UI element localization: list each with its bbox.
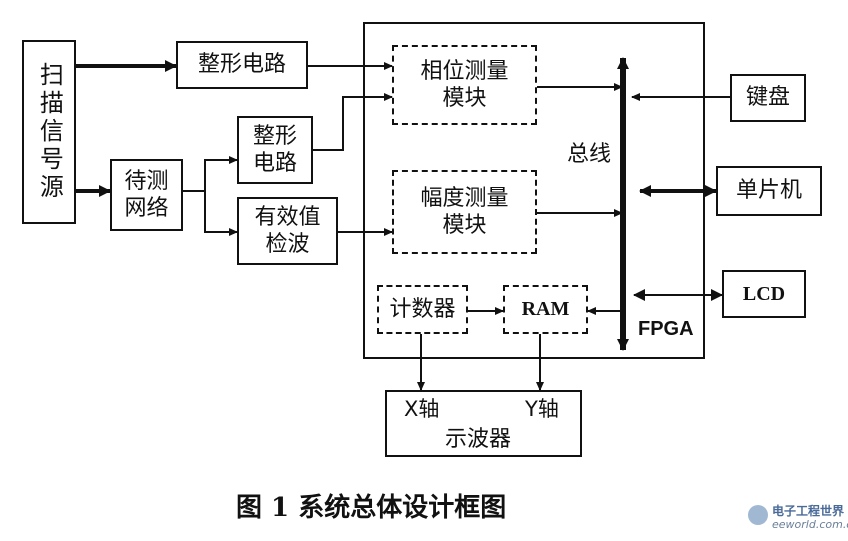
rms-detector-block: 有效值 检波 bbox=[237, 197, 338, 265]
fpga-label: FPGA bbox=[638, 318, 694, 340]
counter-module: 计数器 bbox=[377, 285, 468, 334]
shaping-circuit-2-label: 整形 电路 bbox=[252, 123, 297, 177]
watermark-brand: 电子工程世界 bbox=[772, 504, 845, 518]
arrow-network-to-shaping2 bbox=[183, 156, 238, 192]
arrow-shaping2-to-phase bbox=[313, 93, 393, 151]
x-axis-label: X轴 bbox=[404, 397, 440, 421]
y-axis-label: Y轴 bbox=[525, 397, 559, 421]
phase-measurement-module: 相位测量 模块 bbox=[392, 45, 537, 125]
phase-measurement-label: 相位测量 模块 bbox=[420, 58, 509, 112]
watermark-site: eeworld.com.cn bbox=[772, 518, 848, 531]
lcd-block: LCD bbox=[722, 270, 806, 318]
mcu-label: 单片机 bbox=[735, 178, 802, 204]
figure-caption: 图 1 系统总体设计框图 bbox=[236, 493, 507, 523]
oscilloscope-block: X轴 Y轴 示波器 bbox=[385, 390, 582, 457]
amplitude-measurement-label: 幅度测量 模块 bbox=[420, 185, 509, 239]
scan-signal-source-label: 扫描信号源 bbox=[35, 62, 64, 202]
amplitude-measurement-module: 幅度测量 模块 bbox=[392, 170, 537, 254]
rms-detector-label: 有效值 检波 bbox=[254, 204, 321, 258]
ram-label: RAM bbox=[521, 298, 570, 320]
keyboard-block: 键盘 bbox=[730, 74, 806, 122]
counter-label: 计数器 bbox=[389, 296, 456, 322]
arrow-network-to-rms bbox=[204, 191, 238, 236]
ram-module: RAM bbox=[503, 285, 588, 334]
lcd-label: LCD bbox=[742, 282, 786, 305]
oscilloscope-label: 示波器 bbox=[445, 427, 512, 452]
shaping-circuit-1-block: 整形电路 bbox=[176, 41, 308, 89]
shaping-circuit-2-block: 整形 电路 bbox=[237, 116, 313, 184]
eeworld-logo-icon bbox=[748, 505, 768, 525]
shaping-circuit-1-label: 整形电路 bbox=[197, 52, 286, 78]
mcu-block: 单片机 bbox=[716, 166, 822, 216]
scan-signal-source-block: 扫描信号源 bbox=[22, 40, 76, 224]
bus-label: 总线 bbox=[567, 142, 612, 167]
keyboard-label: 键盘 bbox=[745, 85, 790, 111]
network-under-test-block: 待测 网络 bbox=[110, 159, 183, 231]
fpga-frame bbox=[363, 22, 705, 359]
network-under-test-label: 待测 网络 bbox=[124, 168, 169, 222]
